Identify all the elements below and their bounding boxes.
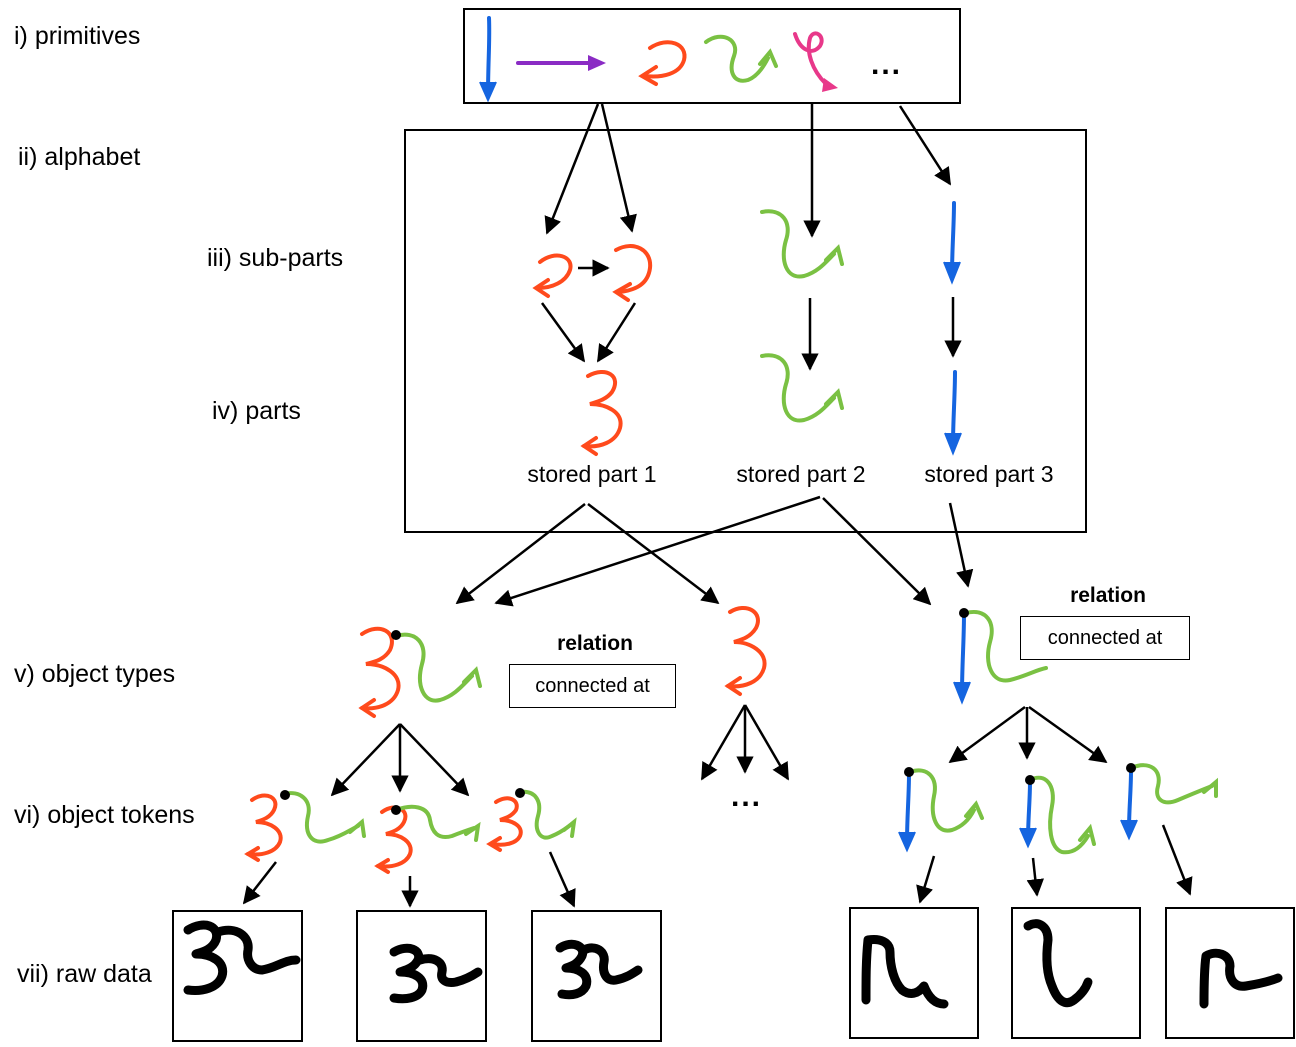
arrow-token-5-to-raw bbox=[1026, 857, 1045, 897]
primitive-down-stroke bbox=[479, 16, 497, 103]
raw-glyph-2 bbox=[389, 943, 483, 1004]
arrow-type-c-to-token-4 bbox=[948, 705, 1026, 764]
arrow-part3-to-type-c bbox=[948, 502, 974, 588]
alphabet-box bbox=[404, 129, 1087, 533]
arrow-subpart-a-to-part bbox=[540, 302, 586, 363]
primitives-box bbox=[463, 8, 961, 104]
arrow-token-3-to-raw bbox=[548, 851, 576, 908]
stored-part-2-label: stored part 2 bbox=[736, 461, 866, 487]
arrow-token-1-to-raw bbox=[242, 861, 277, 905]
raw-glyph-3 bbox=[555, 939, 643, 1000]
subpart-squiggle bbox=[760, 209, 844, 279]
arrow-prim-to-subpart-a bbox=[544, 103, 600, 235]
raw-glyph-6 bbox=[1199, 948, 1283, 1009]
stored-part-3-glyph bbox=[944, 370, 962, 456]
relation-title-right: relation bbox=[1070, 584, 1146, 607]
relation-box-right: connected at bbox=[1020, 616, 1190, 660]
object-types-ellipsis: ... bbox=[731, 780, 763, 813]
arrow-type-a-to-token-3 bbox=[399, 723, 470, 797]
raw-data-box-4 bbox=[849, 907, 979, 1039]
stored-part-3-label: stored part 3 bbox=[924, 461, 1054, 487]
arrow-type-c-to-token-6 bbox=[1028, 705, 1108, 764]
arrow-part1-to-type-b bbox=[587, 503, 720, 605]
object-type-a bbox=[358, 626, 482, 718]
object-type-b bbox=[724, 606, 767, 696]
raw-data-box-3 bbox=[531, 910, 662, 1042]
primitive-right-stroke bbox=[516, 55, 606, 71]
stored-part-1-glyph bbox=[580, 370, 623, 456]
arrow-part2-to-type-a bbox=[494, 495, 821, 607]
primitive-hook-stroke bbox=[638, 40, 687, 86]
object-token-2 bbox=[374, 804, 481, 874]
raw-data-box-2 bbox=[356, 910, 487, 1042]
arrow-prim-to-subpart-b bbox=[600, 103, 637, 233]
primitive-loop-stroke bbox=[793, 31, 838, 92]
stored-part-2-glyph bbox=[760, 353, 844, 423]
level-label-object-tokens: vi) object tokens bbox=[14, 801, 195, 829]
arrow-type-b-to-more-3 bbox=[743, 704, 790, 781]
arrow-token-6-to-raw bbox=[1161, 824, 1193, 896]
arrow-subpart-b-to-part bbox=[596, 302, 637, 363]
subpart-hook-b bbox=[612, 244, 653, 302]
level-label-raw-data: vii) raw data bbox=[17, 960, 152, 988]
object-token-4 bbox=[898, 767, 984, 853]
subpart-hook-a bbox=[532, 253, 573, 298]
object-token-1 bbox=[244, 790, 366, 862]
arrow-type-b-to-more-1 bbox=[700, 704, 747, 781]
primitives-ellipsis: ... bbox=[871, 48, 903, 81]
primitive-squiggle-stroke bbox=[704, 34, 778, 83]
level-label-subparts: iii) sub-parts bbox=[207, 244, 344, 272]
arrow-type-a-to-token-1 bbox=[330, 723, 401, 797]
raw-data-box-5 bbox=[1011, 907, 1141, 1039]
object-token-3 bbox=[486, 788, 577, 852]
level-label-object-types: v) object types bbox=[14, 660, 176, 688]
arrow-token-4-to-raw bbox=[916, 855, 936, 904]
relation-title-left: relation bbox=[557, 632, 633, 655]
raw-glyph-5 bbox=[1023, 919, 1093, 1008]
arrow-part2-to-type-c bbox=[822, 497, 932, 606]
object-type-c bbox=[953, 608, 1048, 705]
level-label-parts: iv) parts bbox=[212, 397, 301, 425]
raw-data-box-6 bbox=[1165, 907, 1295, 1039]
arrow-prim-to-subpart-blue bbox=[898, 105, 952, 186]
level-label-alphabet: ii) alphabet bbox=[18, 143, 141, 171]
arrow-part1-to-type-a bbox=[455, 503, 586, 605]
raw-glyph-4 bbox=[861, 935, 949, 1009]
object-token-6 bbox=[1120, 763, 1218, 841]
raw-data-box-1 bbox=[172, 910, 303, 1042]
stored-part-1-label: stored part 1 bbox=[527, 461, 657, 487]
relation-box-left: connected at bbox=[509, 664, 676, 708]
raw-glyph-1 bbox=[183, 920, 301, 995]
level-label-primitives: i) primitives bbox=[14, 22, 141, 50]
object-token-5 bbox=[1019, 775, 1096, 855]
subpart-down-stroke bbox=[943, 201, 961, 285]
